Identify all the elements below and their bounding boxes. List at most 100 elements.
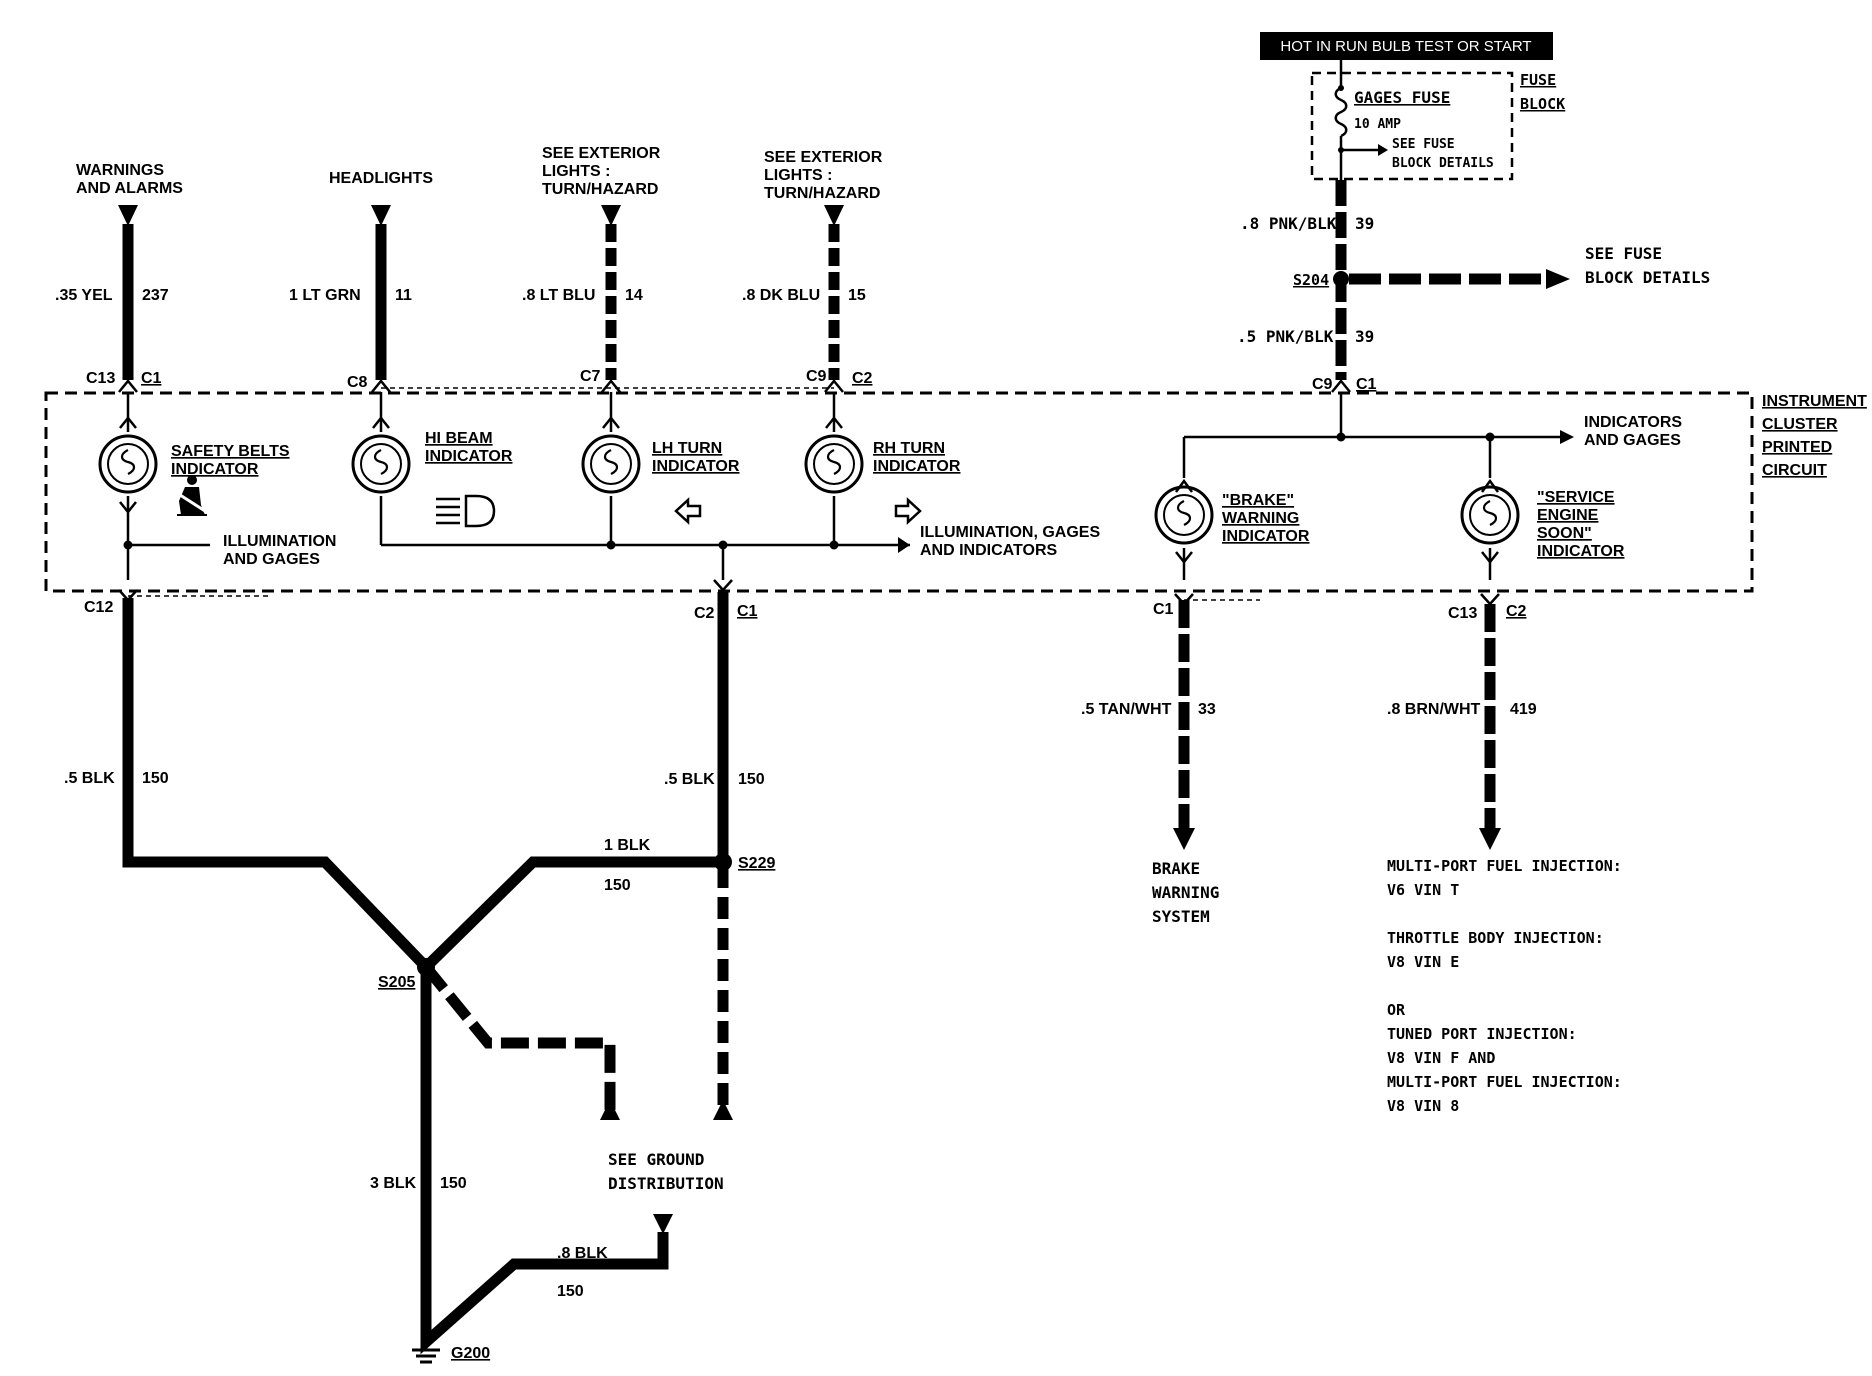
wire-150a-gauge: .5 BLK (64, 770, 115, 787)
wire-419-gauge: .8 BRN/WHT (1387, 701, 1481, 718)
arrow-left-icon (898, 537, 910, 553)
connector-c8: C8 (347, 374, 368, 391)
bulb-symbols (98, 434, 1520, 545)
bulb-hi-beam-icon (351, 434, 411, 494)
wire-150e-circuit: 150 (557, 1283, 584, 1300)
connector-c2-bottom-right: C2 (1506, 603, 1527, 620)
splice-s229-label: S229 (738, 855, 775, 872)
ground-terminal (421, 1337, 431, 1347)
splice-s229 (714, 853, 732, 871)
cluster-internal-wiring (119, 392, 1560, 580)
wire-15-gauge: .8 DK BLU (742, 287, 820, 304)
bulb-lh-turn-icon (581, 434, 641, 494)
wire-33-circuit: 33 (1198, 701, 1216, 718)
fuse-terminal (1338, 147, 1344, 153)
connector-c2: C2 (852, 370, 873, 387)
fuse-name: GAGES FUSE (1354, 88, 1450, 107)
arrow-up-icon (713, 1100, 733, 1120)
splice-s204 (1333, 271, 1349, 287)
wire-150d-circuit: 150 (440, 1175, 467, 1192)
fuse-terminal (1338, 85, 1344, 91)
wire-39a-circuit: 39 (1355, 214, 1374, 233)
arrow-down-icon (371, 205, 391, 226)
fuel-injection-notes: MULTI-PORT FUEL INJECTION:V6 VIN T THROT… (1387, 857, 1622, 1115)
wire-11-gauge: 1 LT GRN (289, 287, 361, 304)
feed-headlights: HEADLIGHTS 1 LT GRN 11 (289, 170, 433, 380)
wire-39b-circuit: 39 (1355, 327, 1374, 346)
connector-c9-right: C9 (1312, 376, 1333, 393)
connector-c9: C9 (806, 368, 827, 385)
instrument-cluster-boundary (44, 391, 1754, 593)
wire-15-circuit: 15 (848, 287, 866, 304)
fuse-block-boundary (1310, 71, 1514, 181)
wire-39b-gauge: .5 PNK/BLK (1237, 327, 1334, 346)
splice-s204-label: S204 (1293, 271, 1329, 289)
arrow-right-icon (1546, 269, 1570, 289)
connector-c7: C7 (580, 368, 601, 385)
feed-headlights-label: HEADLIGHTS (329, 170, 433, 187)
wire-11-circuit: 11 (395, 287, 412, 304)
connector-c1-bottom: C1 (737, 603, 758, 620)
right-arrow-icon (894, 497, 922, 525)
wire-237-gauge: .35 YEL (55, 287, 113, 304)
wire-150-to-g200 (420, 967, 669, 1355)
wire-150e-gauge: .8 BLK (557, 1245, 608, 1262)
wire-150-branch (421, 963, 616, 1110)
arrow-right-icon (1378, 144, 1388, 156)
wire-39a-gauge: .8 PNK/BLK (1240, 214, 1337, 233)
arrow-down-icon (1479, 828, 1501, 850)
fuse-element-icon (1334, 78, 1378, 180)
wire-237-circuit: 237 (142, 287, 169, 304)
power-banner (1260, 32, 1553, 60)
wire-150-main (122, 598, 723, 975)
connector-c1-right: C1 (1356, 376, 1377, 393)
arrow-down-icon (824, 205, 844, 226)
left-arrow-icon (674, 497, 702, 525)
connector-c12: C12 (84, 599, 113, 616)
bulb-ses-icon (1460, 485, 1520, 545)
wire-419-circuit: 419 (1510, 701, 1537, 718)
wire-14-gauge: .8 LT BLU (522, 287, 595, 304)
wire-150c-gauge: 1 BLK (604, 837, 651, 854)
connector-c13-bottom: C13 (1448, 605, 1477, 622)
arrow-down-icon (1173, 828, 1195, 850)
connector-c13: C13 (86, 370, 115, 387)
wire-14-circuit: 14 (625, 287, 643, 304)
connector-c1: C1 (141, 370, 162, 387)
wire-150b-gauge: .5 BLK (664, 771, 715, 788)
wire-150b-circuit: 150 (738, 771, 765, 788)
splice-s205-label: S205 (378, 974, 415, 991)
fuse-rating: 10 AMP (1354, 117, 1401, 132)
junction-dots (123, 432, 1495, 550)
arrow-up-icon (600, 1100, 620, 1120)
headlamp-icon (436, 494, 496, 528)
arrow-down-icon (118, 205, 138, 226)
seatbelt-icon (176, 475, 207, 516)
arrow-right-icon (1560, 430, 1574, 444)
power-banner-text: HOT IN RUN BULB TEST OR START (1280, 38, 1531, 55)
wire-150d-gauge: 3 BLK (370, 1175, 417, 1192)
arrow-down-icon (653, 1214, 673, 1234)
bulb-rh-turn-icon (804, 434, 864, 494)
